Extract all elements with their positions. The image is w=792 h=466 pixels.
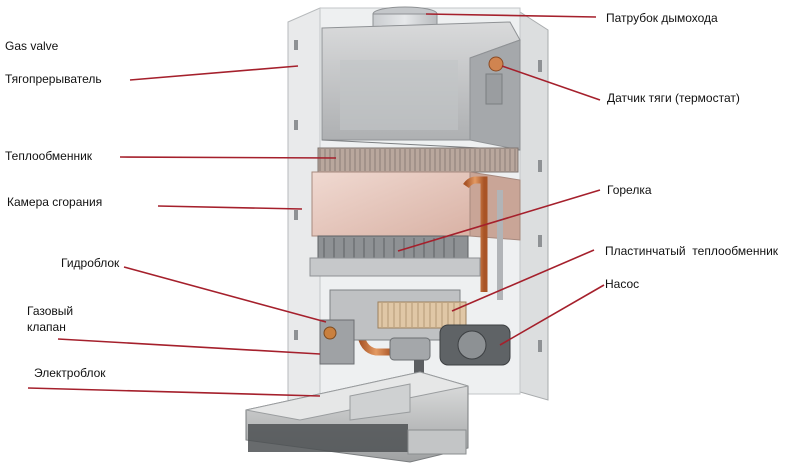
hydro-section	[319, 289, 511, 384]
label-pump: Насос	[605, 277, 640, 291]
leader-hydro-block	[123, 266, 327, 323]
leader-lines	[27, 13, 605, 397]
leader-gas-valve	[57, 338, 321, 355]
combustion-chamber	[311, 171, 521, 241]
label-heat-exchanger: Теплообменник	[5, 149, 93, 163]
label-burner: Горелка	[607, 183, 652, 197]
leader-burner	[397, 189, 601, 252]
label-gas-valve-top: Gas valve	[5, 39, 59, 53]
label-hydro-block: Гидроблок	[61, 256, 120, 270]
wall-holes	[294, 40, 542, 352]
leader-draft-breaker	[129, 65, 299, 81]
label-plate-heat-exchanger: Пластинчатый теплообменник	[605, 244, 779, 258]
plate-heat-exchanger	[377, 301, 467, 329]
label-draft-sensor: Датчик тяги (термостат)	[607, 91, 740, 105]
label-electro-block: Электроблок	[34, 366, 106, 380]
leader-draft-sensor	[501, 65, 601, 101]
label-flue-pipe: Патрубок дымохода	[606, 11, 718, 25]
pump-rotor	[457, 330, 487, 360]
leader-electro-block	[27, 387, 321, 397]
control-panel	[245, 371, 469, 463]
label-combustion-chamber: Камера сгорания	[7, 195, 103, 209]
burner	[309, 235, 481, 277]
leader-combustion-chamber	[157, 205, 303, 210]
leader-pump	[499, 284, 605, 346]
draft-sensor	[485, 56, 504, 105]
right-side-wall	[519, 11, 549, 401]
leader-heat-exchanger	[119, 156, 337, 159]
leader-plate-heat-exchanger	[451, 249, 595, 312]
label-gas-valve-ru: Газовый клапан	[27, 304, 74, 334]
label-draft-breaker: Тягопрерыватель	[5, 72, 102, 86]
heat-exchanger	[317, 147, 519, 173]
leader-flue-pipe	[425, 13, 597, 18]
